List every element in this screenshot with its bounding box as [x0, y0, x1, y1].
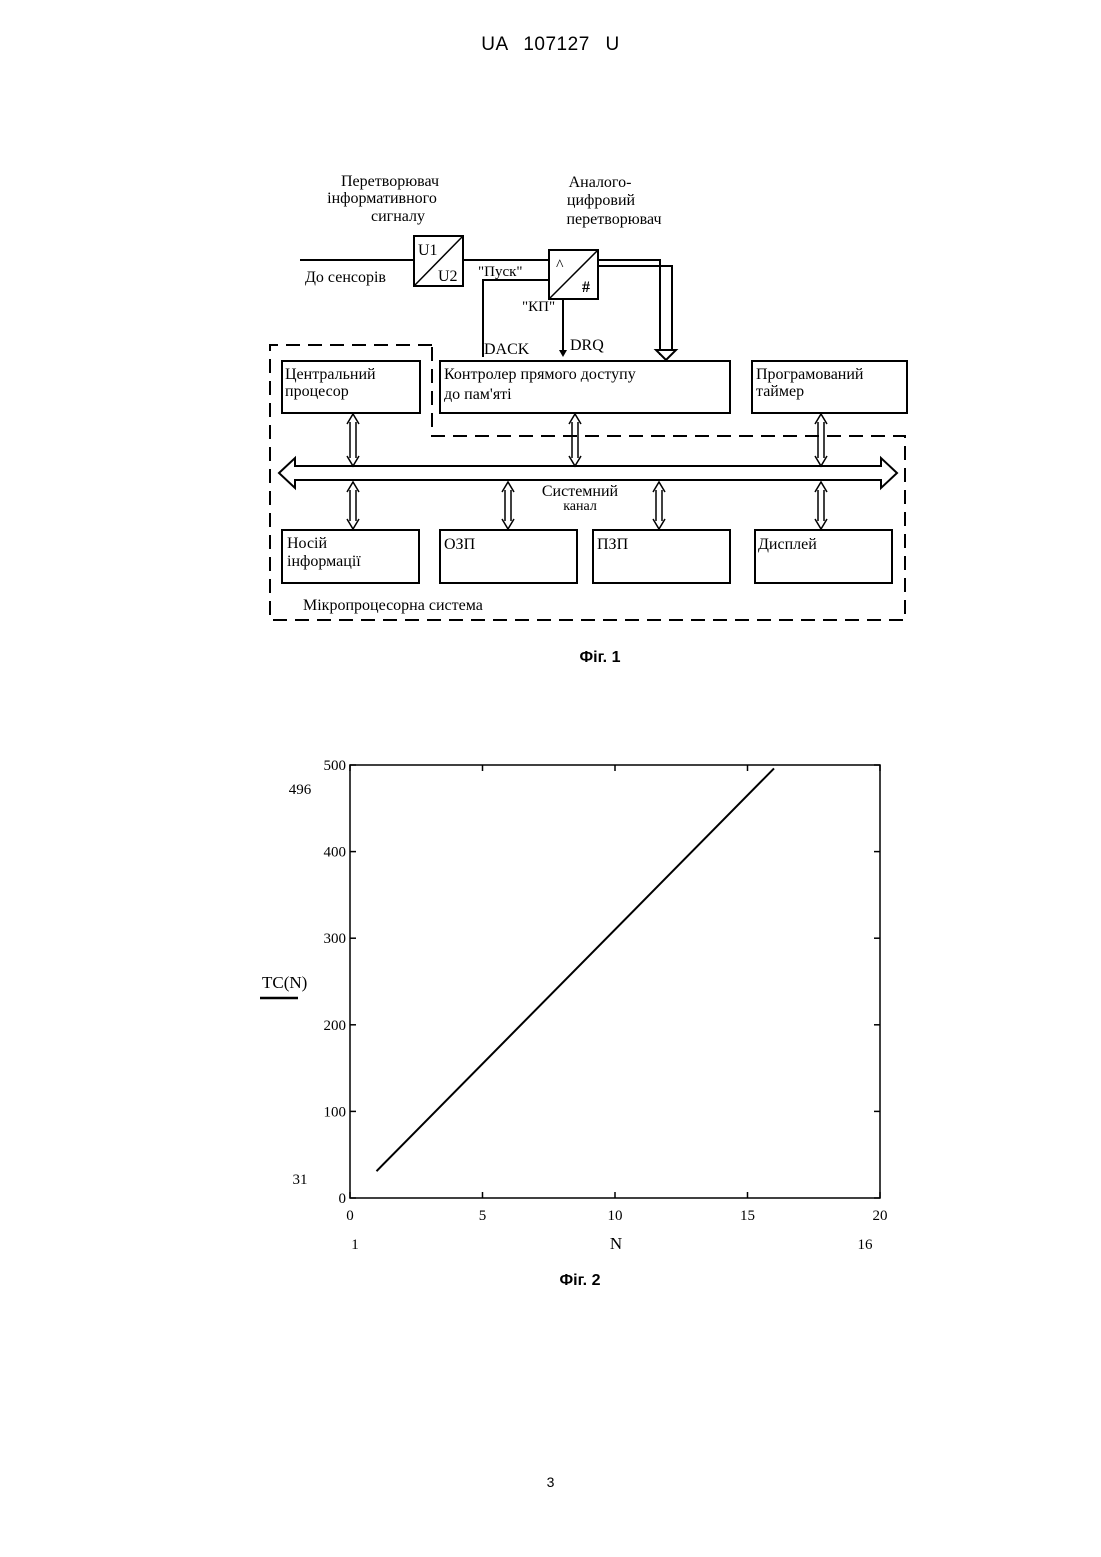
- y-tick-label: 500: [324, 758, 347, 774]
- start-signal-label: "Пуск": [478, 264, 523, 280]
- x-tick-label: 0: [346, 1208, 354, 1224]
- storage-label-1: Носій: [287, 535, 328, 552]
- drq-label: DRQ: [570, 337, 604, 354]
- signal-converter-block: U1 U2: [414, 236, 463, 286]
- y-tick-label: 400: [324, 845, 347, 861]
- rom-label: ПЗП: [597, 536, 629, 553]
- figure2-chart: 0 100 200 300 400 500 0 5 10 15 20 TC(N) N 496 31…: [0, 740, 1101, 1270]
- y-tick-label: 300: [324, 931, 347, 947]
- signal-converter-label-1: Перетворювач: [341, 173, 439, 190]
- annotation-x-left: 1: [351, 1237, 359, 1253]
- adc-block: ^ #: [549, 250, 598, 299]
- ram-label: ОЗП: [444, 536, 476, 553]
- converter-input-label: U1: [418, 242, 438, 259]
- display-label: Дисплей: [758, 536, 817, 553]
- signal-converter-label-2: інформативного: [327, 190, 437, 207]
- timer-label-1: Програмований: [756, 366, 864, 383]
- cpu-label-1: Центральний: [285, 366, 376, 383]
- dack-label: DACK: [484, 341, 530, 358]
- system-label: Мікропроцесорна система: [303, 597, 483, 614]
- x-tick-label: 5: [479, 1208, 487, 1224]
- series-line: [377, 768, 775, 1171]
- figure2-caption: Фіг. 2: [480, 1272, 680, 1290]
- figure1-block-diagram: Перетворювач інформативного сигналу Анал…: [0, 0, 1101, 650]
- x-tick-label: 15: [740, 1208, 755, 1224]
- x-tick-label: 10: [608, 1208, 623, 1224]
- y-tick-label: 200: [324, 1018, 347, 1034]
- adc-output-symbol: #: [582, 279, 590, 296]
- adc-label-1: Аналого-: [569, 174, 632, 191]
- bus-label-1: Системний: [542, 483, 619, 500]
- timer-label-2: таймер: [756, 383, 804, 400]
- y-axis-label: TC(N): [262, 973, 307, 992]
- plot-frame: [350, 765, 880, 1198]
- annotation-y-top: 496: [289, 782, 312, 798]
- sensors-label: До сенсорів: [305, 269, 386, 286]
- annotation-y-bottom: 31: [293, 1172, 308, 1188]
- converter-output-label: U2: [438, 268, 458, 285]
- adc-label-2: цифровий: [567, 192, 636, 209]
- x-axis-label: N: [610, 1234, 622, 1253]
- cpu-label-2: процесор: [285, 383, 349, 400]
- page-number: 3: [0, 1474, 1101, 1490]
- y-tick-label: 0: [339, 1191, 347, 1207]
- adc-label-3: перетворювач: [566, 211, 661, 228]
- bus-label-2: канал: [563, 499, 597, 514]
- dma-label-1: Контролер прямого доступу: [444, 366, 636, 383]
- storage-label-2: інформації: [287, 553, 361, 570]
- dma-label-2: до пам'яті: [444, 386, 512, 403]
- adc-input-symbol: ^: [556, 257, 564, 274]
- end-signal-label: "КП": [522, 299, 555, 315]
- signal-converter-label-3: сигналу: [371, 208, 425, 225]
- y-tick-label: 100: [324, 1104, 347, 1120]
- figure1-caption: Фіг. 1: [500, 649, 700, 667]
- x-tick-label: 20: [873, 1208, 888, 1224]
- annotation-x-right: 16: [858, 1237, 874, 1253]
